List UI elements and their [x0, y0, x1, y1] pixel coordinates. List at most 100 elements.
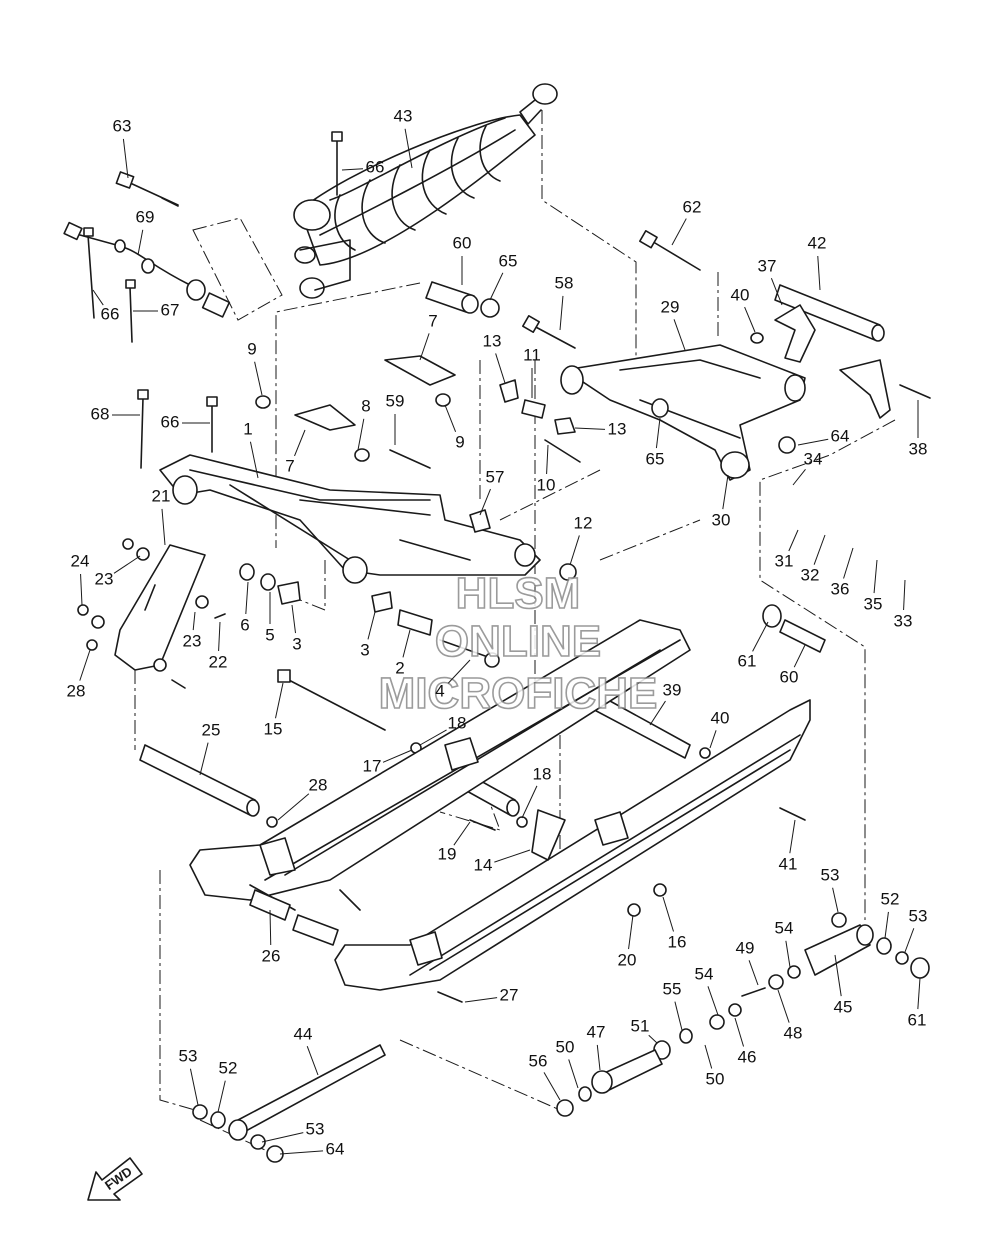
leader-line-66b	[92, 289, 104, 306]
leader-line-35	[873, 559, 878, 594]
watermark-line-1: HLSM	[456, 569, 581, 618]
rear-idler-hardware	[556, 912, 930, 1117]
leader-line-29	[673, 319, 686, 351]
callout-label-50a: 50	[556, 1037, 575, 1056]
leader-line-46	[734, 1017, 745, 1047]
leader-line-50a	[568, 1059, 579, 1089]
callout-label-68: 68	[91, 404, 110, 423]
callout-label-62: 62	[683, 197, 702, 216]
leader-line-24	[80, 573, 83, 606]
leader-line-12	[569, 535, 580, 566]
callout-label-35: 35	[864, 594, 883, 613]
callout-label-43: 43	[394, 106, 413, 125]
callout-label-40b: 40	[711, 708, 730, 727]
callout-label-56: 56	[529, 1051, 548, 1070]
callout-label-7b: 7	[285, 456, 294, 475]
leader-line-40a	[744, 306, 756, 333]
callout-label-33: 33	[894, 611, 913, 630]
callout-label-3a: 3	[292, 634, 301, 653]
callout-label-14: 14	[474, 855, 493, 874]
leader-line-49	[748, 960, 759, 986]
callout-label-7a: 7	[428, 311, 437, 330]
callout-label-55: 55	[663, 979, 682, 998]
callout-label-3b: 3	[360, 640, 369, 659]
link-plate	[77, 538, 226, 689]
callout-label-21: 21	[152, 486, 171, 505]
leader-line-53b	[904, 928, 915, 953]
leader-line-30	[722, 474, 729, 510]
callout-label-9a: 9	[247, 339, 256, 358]
callout-label-5: 5	[265, 625, 274, 644]
leader-line-61a	[752, 621, 769, 652]
leader-line-32	[813, 534, 826, 565]
leader-line-1	[249, 441, 259, 479]
shock-absorber	[293, 83, 558, 299]
callout-label-53a: 53	[821, 865, 840, 884]
leader-line-33	[903, 579, 906, 611]
callout-label-46: 46	[738, 1047, 757, 1066]
callout-label-2: 2	[395, 658, 404, 677]
callout-label-48: 48	[784, 1023, 803, 1042]
callout-label-49: 49	[736, 938, 755, 957]
callout-label-25: 25	[202, 720, 221, 739]
leader-line-25	[199, 742, 209, 776]
leader-line-36	[843, 547, 854, 579]
leader-line-28a	[79, 649, 91, 681]
callout-label-64b: 64	[326, 1139, 345, 1158]
leader-line-66a	[341, 168, 364, 171]
leader-line-45	[834, 954, 842, 997]
watermark-line-2: ONLINE	[435, 617, 601, 666]
leader-line-13b	[574, 427, 606, 430]
leader-line-22	[218, 621, 221, 652]
callout-label-30: 30	[712, 510, 731, 529]
callout-label-47: 47	[587, 1022, 606, 1041]
callout-label-15: 15	[264, 719, 283, 738]
leader-line-53a	[832, 887, 839, 913]
leader-lines	[79, 128, 921, 1155]
leader-line-65a	[489, 272, 504, 301]
callout-label-24: 24	[71, 551, 90, 570]
upper-rear-arm	[560, 344, 931, 481]
callout-label-12: 12	[574, 513, 593, 532]
leader-line-21	[161, 508, 166, 546]
leader-line-9a	[254, 361, 263, 396]
callout-label-28b: 28	[309, 775, 328, 794]
leader-line-8	[357, 418, 365, 451]
reference-lines	[134, 110, 896, 1151]
leader-line-23a	[113, 555, 141, 574]
callout-label-34: 34	[804, 449, 823, 468]
leader-line-55	[674, 1001, 683, 1031]
leader-line-28b	[277, 793, 310, 821]
leader-line-17	[382, 749, 413, 763]
leader-line-6	[245, 581, 249, 615]
callout-label-51: 51	[631, 1016, 650, 1035]
callout-label-52b: 52	[219, 1058, 238, 1077]
fwd-arrow: FWD	[87, 1157, 143, 1201]
callout-label-13b: 13	[608, 419, 627, 438]
callout-label-31: 31	[775, 551, 794, 570]
callout-label-6: 6	[240, 615, 249, 634]
callout-label-53c: 53	[179, 1046, 198, 1065]
leader-line-51	[648, 1034, 658, 1044]
callout-label-66c: 66	[161, 412, 180, 431]
callout-label-66a: 66	[366, 157, 385, 176]
callout-label-65a: 65	[499, 251, 518, 270]
callout-label-4: 4	[435, 681, 444, 700]
front-arm-hardware	[239, 379, 577, 668]
leader-line-69	[137, 229, 144, 256]
leader-line-53d	[261, 1132, 304, 1143]
callout-label-20: 20	[618, 950, 637, 969]
leader-line-2	[402, 629, 411, 658]
leader-line-39	[649, 700, 666, 726]
callout-label-26: 26	[262, 946, 281, 965]
callout-label-37: 37	[758, 256, 777, 275]
leader-line-58	[559, 295, 564, 331]
leader-line-14	[494, 849, 531, 863]
callout-label-52a: 52	[881, 889, 900, 908]
callout-label-18b: 18	[533, 764, 552, 783]
callout-label-53b: 53	[909, 906, 928, 925]
leader-line-53c	[189, 1068, 199, 1106]
callout-label-65b: 65	[646, 449, 665, 468]
callout-label-64a: 64	[831, 426, 850, 445]
leader-line-54a	[785, 940, 791, 968]
